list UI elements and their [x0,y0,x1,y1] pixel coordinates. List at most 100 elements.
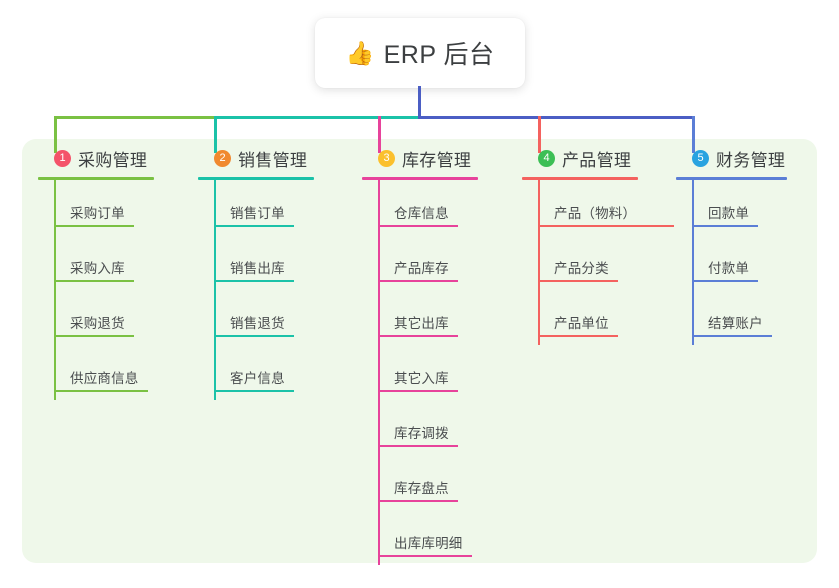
branch-title-4: 产品管理 [562,150,632,170]
leaf-node[interactable]: 产品分类 [522,235,672,290]
root-node-label: ERP 后台 [383,41,495,69]
branch-column-2: 2 销售管理销售订单销售出库销售退货客户信息 [198,145,348,400]
leaf-node-rule [538,225,674,227]
leaf-node-label: 销售退货 [230,316,285,331]
leaf-node-label: 其它入库 [394,371,449,386]
leaf-node[interactable]: 客户信息 [198,345,348,400]
leaf-node-rule [54,280,134,282]
branch-header-rule-4 [522,177,638,180]
leaf-node-label: 采购入库 [70,261,125,276]
root-node-title: 👍 ERP 后台 [345,35,494,71]
leaf-node-rule [214,280,294,282]
branch-title-5: 财务管理 [716,150,786,170]
thumbs-up-icon: 👍 [345,39,375,66]
branch-badge-3: 3 [378,149,395,167]
trunk-segment-2 [214,116,420,119]
leaf-node[interactable]: 采购退货 [38,290,188,345]
branch-item-list-3: 仓库信息产品库存其它出库其它入库库存调拨库存盘点出库库明细 [362,180,512,565]
leaf-node[interactable]: 产品（物料） [522,180,674,235]
branch-header-1[interactable]: 1 采购管理 [38,145,188,171]
leaf-node-rule [378,445,458,447]
leaf-node-rule [378,225,458,227]
branch-spine-5 [692,180,694,345]
leaf-node-label: 付款单 [708,261,750,276]
branch-title-1: 采购管理 [78,150,148,170]
branch-header-rule-5 [676,177,787,180]
branch-item-list-4: 产品（物料） 产品分类产品单位 [522,180,674,345]
leaf-node[interactable]: 付款单 [676,235,821,290]
root-node-card[interactable]: 👍 ERP 后台 [315,18,525,88]
leaf-node-rule [378,555,472,557]
leaf-node[interactable]: 出库库明细 [362,510,512,565]
branch-drop-connector-2 [214,116,217,153]
leaf-node-rule [692,335,772,337]
branch-drop-connector-5 [692,116,695,153]
branch-spine-4 [538,180,540,345]
branch-item-list-5: 回款单付款单结算账户 [676,180,821,345]
leaf-node-rule [214,335,294,337]
leaf-node[interactable]: 销售订单 [198,180,348,235]
branch-spine-1 [54,180,56,400]
diagram-background-panel [22,139,817,563]
branch-spine-3 [378,180,380,565]
leaf-node-rule [692,280,758,282]
branch-header-2[interactable]: 2 销售管理 [198,145,348,171]
branch-item-list-1: 采购订单采购入库采购退货供应商信息 [38,180,188,400]
leaf-node-rule [538,280,618,282]
leaf-node[interactable]: 其它出库 [362,290,512,345]
leaf-node-rule [538,335,618,337]
leaf-node[interactable]: 回款单 [676,180,821,235]
branch-badge-4: 4 [538,149,555,167]
leaf-node-label: 销售出库 [230,261,285,276]
leaf-node[interactable]: 其它入库 [362,345,512,400]
trunk-segment-1 [54,116,214,119]
branch-badge-2: 2 [214,149,231,167]
branch-header-rule-2 [198,177,314,180]
leaf-node[interactable]: 采购订单 [38,180,188,235]
leaf-node-rule [378,500,458,502]
trunk-segment-3 [418,116,695,119]
leaf-node[interactable]: 产品单位 [522,290,672,345]
leaf-node[interactable]: 采购入库 [38,235,188,290]
branch-header-rule-3 [362,177,478,180]
leaf-node-rule [378,390,458,392]
branch-title-2: 销售管理 [238,150,308,170]
leaf-node-label: 库存调拨 [394,426,449,441]
branch-column-5: 5 财务管理回款单付款单结算账户 [676,145,821,345]
leaf-node[interactable]: 库存盘点 [362,455,512,510]
leaf-node[interactable]: 库存调拨 [362,400,512,455]
branch-badge-1: 1 [54,149,71,167]
leaf-node-rule [54,390,148,392]
leaf-node[interactable]: 销售出库 [198,235,348,290]
branch-item-list-2: 销售订单销售出库销售退货客户信息 [198,180,348,400]
leaf-node-label: 采购退货 [70,316,125,331]
leaf-node[interactable]: 产品库存 [362,235,512,290]
branch-badge-5: 5 [692,149,709,167]
leaf-node-rule [378,335,458,337]
branch-column-4: 4 产品管理产品（物料） 产品分类产品单位 [522,145,674,345]
trunk-connector [418,86,421,119]
branch-drop-connector-3 [378,116,381,153]
leaf-node-label: 仓库信息 [394,206,449,221]
leaf-node-label: 产品（物料） [554,206,637,221]
leaf-node[interactable]: 仓库信息 [362,180,512,235]
branch-drop-connector-4 [538,116,541,153]
leaf-node-label: 库存盘点 [394,481,449,496]
branch-header-5[interactable]: 5 财务管理 [676,145,821,171]
leaf-node-label: 产品分类 [554,261,609,276]
leaf-node[interactable]: 结算账户 [676,290,821,345]
branch-header-4[interactable]: 4 产品管理 [522,145,672,171]
leaf-node-label: 采购订单 [70,206,125,221]
leaf-node-rule [214,225,294,227]
leaf-node-rule [378,280,458,282]
leaf-node[interactable]: 供应商信息 [38,345,188,400]
branch-header-rule-1 [38,177,154,180]
leaf-node-rule [54,335,134,337]
leaf-node[interactable]: 销售退货 [198,290,348,345]
leaf-node-label: 其它出库 [394,316,449,331]
leaf-node-label: 产品单位 [554,316,609,331]
leaf-node-rule [214,390,294,392]
